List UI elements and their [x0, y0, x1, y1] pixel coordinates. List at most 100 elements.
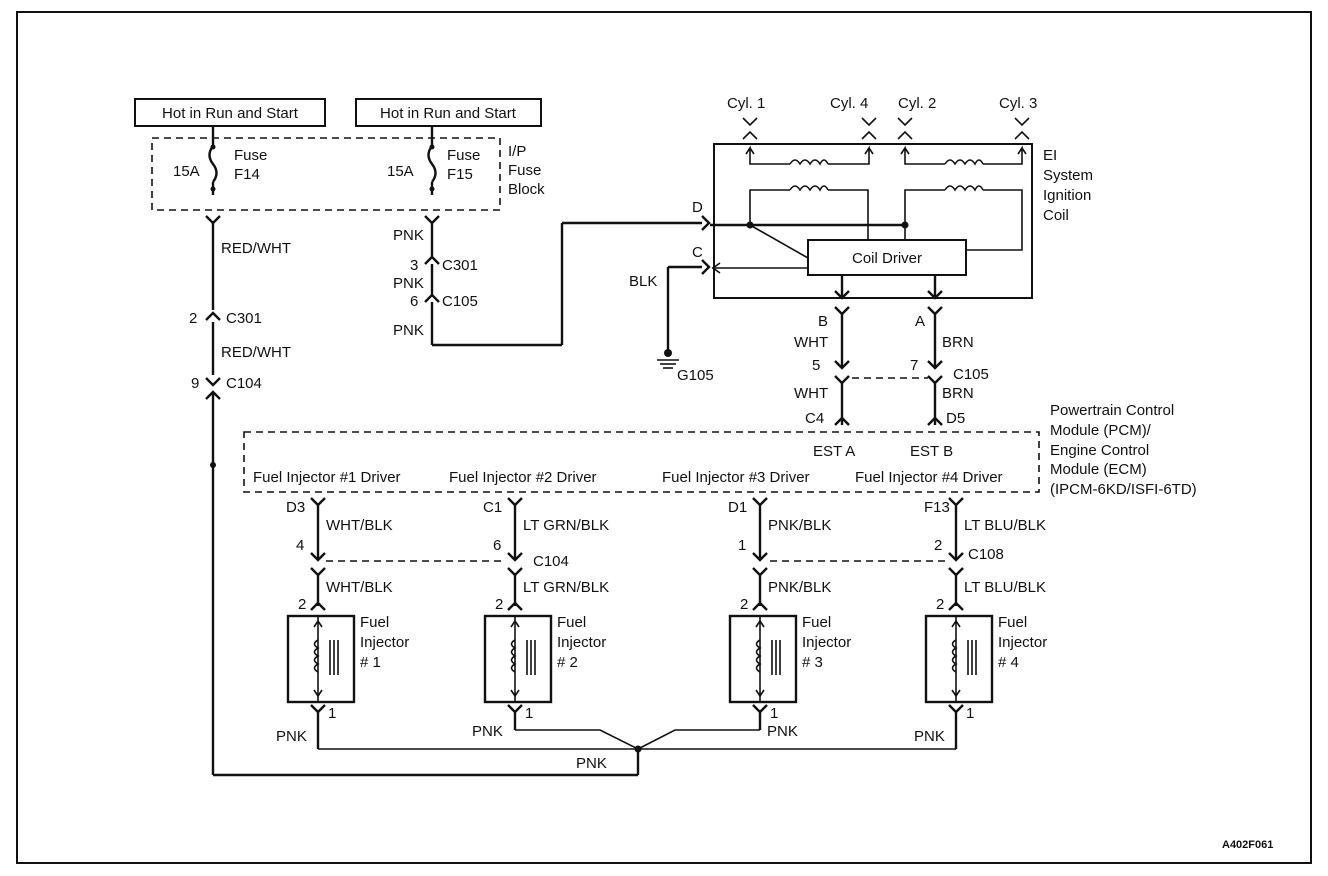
diagram-label: PNK: [393, 322, 424, 339]
diagram-label: C104: [226, 375, 262, 392]
diagram-label: C301: [442, 257, 478, 274]
est-a-circuit: B WHT 5 WHT C4: [794, 275, 850, 427]
injector-pin-bottom: 1: [770, 705, 778, 722]
ignition-coil: EI System Ignition Coil D C Cyl. 1 Cyl. …: [692, 95, 1093, 299]
diagram-label: C: [692, 244, 703, 261]
diagram-label: Fuel Injector #4 Driver: [855, 469, 1003, 486]
hot-label-1: Hot in Run and Start: [134, 98, 326, 127]
diagram-label: Cyl. 3: [999, 95, 1037, 112]
diagram-label: Module (ECM): [1050, 461, 1147, 478]
wire-label-2: WHT/BLK: [326, 579, 393, 596]
return-wire-label: PNK: [276, 728, 307, 745]
diagram-label: Coil: [1043, 207, 1069, 224]
diagram-frame: [16, 11, 1312, 864]
diagram-label: PNK: [393, 275, 424, 292]
c108-label: C108: [968, 546, 1004, 563]
diagram-label: Cyl. 1: [727, 95, 765, 112]
pcm-pin-label: F13: [924, 499, 950, 516]
injector-pin-bottom: 1: [966, 705, 974, 722]
pcm-module: EST A EST B Fuel Injector #1 Driver Fuel…: [243, 402, 1197, 498]
fuse-f15: 15A Fuse F15: [387, 126, 480, 195]
diagram-label: 9: [191, 375, 199, 392]
wire-label-2: LT BLU/BLK: [964, 579, 1046, 596]
pcm-pin-label: D1: [728, 499, 747, 516]
diagram-label: C4: [805, 410, 824, 427]
diagram-label: C105: [442, 293, 478, 310]
injector-label: # 1: [360, 654, 381, 671]
injector-pin-top: 2: [495, 596, 503, 613]
left-feed-circuit: RED/WHT 2 C301 RED/WHT 9 C104 PNK: [189, 215, 638, 777]
diagram-label: Hot in Run and Start: [380, 105, 517, 122]
connector-pin-label: 2: [934, 537, 942, 554]
diagram-label: I/P: [508, 143, 526, 160]
fuse-block: I/P Fuse Block: [151, 137, 545, 211]
diagram-label: Cyl. 4: [830, 95, 868, 112]
diagram-label: Fuel Injector #3 Driver: [662, 469, 810, 486]
injector-pin-top: 2: [936, 596, 944, 613]
common-return: [318, 729, 956, 775]
diagram-label: EST B: [910, 443, 953, 460]
injector-body: [286, 614, 356, 704]
diagram-label: Module (PCM)/: [1050, 422, 1152, 439]
connector-pin-label: 6: [493, 537, 501, 554]
diagram-label: EI: [1043, 147, 1057, 164]
injector-label: # 4: [998, 654, 1019, 671]
diagram-label: EST A: [813, 443, 855, 460]
diagram-label: System: [1043, 167, 1093, 184]
diagram-label: PNK: [576, 755, 607, 772]
injector-label: Fuel: [998, 614, 1027, 631]
diagram-label: 15A: [387, 163, 414, 180]
diagram-label: Coil Driver: [852, 250, 922, 267]
c104-label: C104: [533, 553, 569, 570]
injector-pin-top: 2: [298, 596, 306, 613]
injector-label: Injector: [557, 634, 606, 651]
diagram-label: Fuse: [508, 162, 541, 179]
diagram-label: BLK: [629, 273, 657, 290]
diagram-label: 15A: [173, 163, 200, 180]
wire-label-2: LT GRN/BLK: [523, 579, 609, 596]
injector-pin-bottom: 1: [328, 705, 336, 722]
injector-label: Injector: [998, 634, 1047, 651]
injector-body: [483, 614, 553, 704]
diagram-label: 5: [812, 357, 820, 374]
diagram-label: Engine Control: [1050, 442, 1149, 459]
diagram-label: 7: [910, 357, 918, 374]
diagram-label: Fuse: [447, 147, 480, 164]
figure-id: A402F061: [1222, 839, 1273, 851]
wire-label: LT BLU/BLK: [964, 517, 1046, 534]
wire-label: PNK/BLK: [768, 517, 831, 534]
diagram-label: WHT: [794, 334, 828, 351]
diagram-label: F14: [234, 166, 260, 183]
diagram-label: D5: [946, 410, 965, 427]
diagram-label: B: [818, 313, 828, 330]
injector-pin-top: 2: [740, 596, 748, 613]
fuse-f14: 15A Fuse F14: [173, 126, 267, 195]
diagram-label: PNK: [393, 227, 424, 244]
diagram-label: Ignition: [1043, 187, 1091, 204]
injector-label: # 3: [802, 654, 823, 671]
injector-body: [728, 614, 798, 704]
injector-pin-bottom: 1: [525, 705, 533, 722]
wire-label: LT GRN/BLK: [523, 517, 609, 534]
injector-label: Fuel: [557, 614, 586, 631]
injector-label: Injector: [360, 634, 409, 651]
wire-label-2: PNK/BLK: [768, 579, 831, 596]
connector-pin-label: 4: [296, 537, 304, 554]
diagram-label: Cyl. 2: [898, 95, 936, 112]
diagram-label: G105: [677, 367, 714, 384]
diagram-label: Fuse: [234, 147, 267, 164]
diagram-label: C301: [226, 310, 262, 327]
connector-pin-label: 1: [738, 537, 746, 554]
hot-label-2: Hot in Run and Start: [355, 98, 542, 127]
diagram-label: RED/WHT: [221, 240, 291, 257]
ground-circuit: BLK G105: [629, 259, 714, 384]
injector-label: Fuel: [802, 614, 831, 631]
diagram-label: D: [692, 199, 703, 216]
pcm-pin-label: D3: [286, 499, 305, 516]
